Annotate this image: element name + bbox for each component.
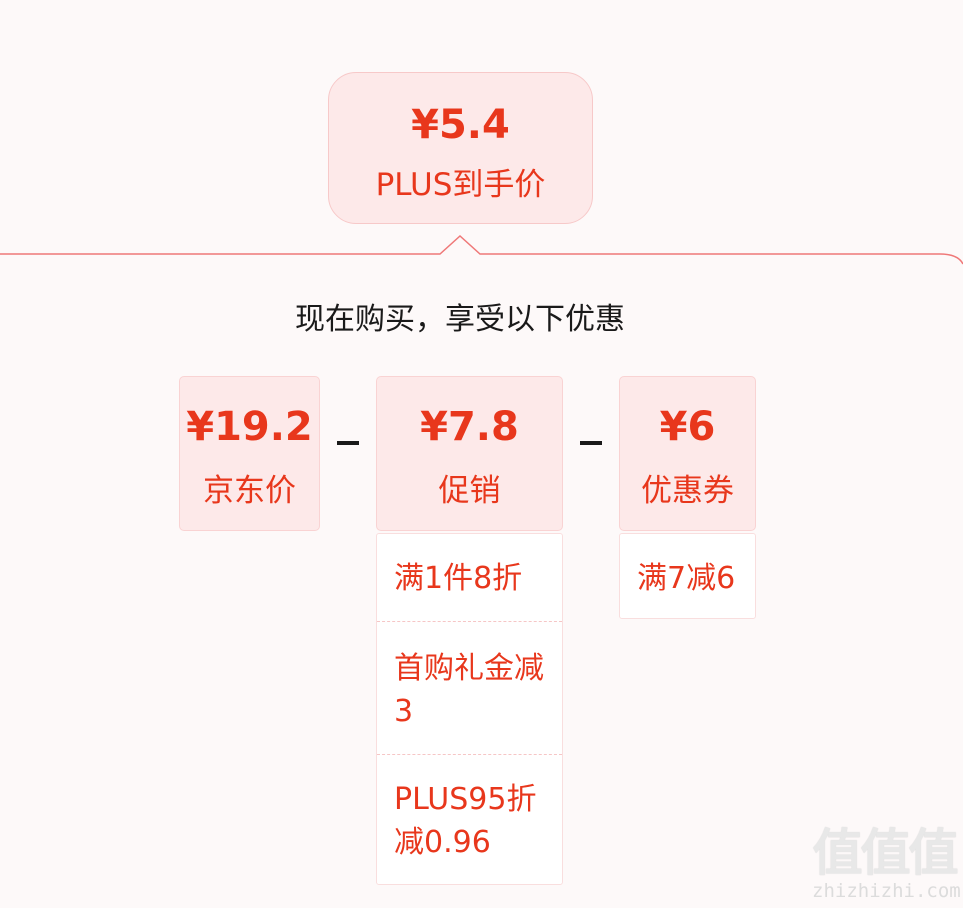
bracket-outline xyxy=(0,234,963,265)
coupon-label: 优惠券 xyxy=(641,473,734,509)
minus-operator xyxy=(337,441,359,445)
coupon-detail-list: 满7减6 xyxy=(619,533,756,619)
final-price-value: ¥5.4 xyxy=(411,102,510,148)
watermark-url: zhizhizhi.com xyxy=(812,880,961,902)
divider xyxy=(377,621,562,622)
coupon-box: ¥6 优惠券 xyxy=(619,376,756,531)
jd-price-value: ¥19.2 xyxy=(186,404,313,450)
list-item: 满7减6 xyxy=(637,561,736,596)
jd-price-box: ¥19.2 京东价 xyxy=(179,376,320,531)
site-watermark: 值值值 zhizhizhi.com xyxy=(812,824,961,904)
promotion-label: 促销 xyxy=(438,473,501,509)
final-price-label: PLUS到手价 xyxy=(375,167,546,203)
promotion-price-value: ¥7.8 xyxy=(420,404,519,450)
jd-price-label: 京东价 xyxy=(203,473,296,509)
coupon-price-value: ¥6 xyxy=(659,404,716,450)
promotion-detail-list: 满1件8折 首购礼金减3 PLUS95折减0.96 xyxy=(376,533,563,885)
watermark-logo: 值值值 xyxy=(812,824,959,882)
discount-heading: 现在购买，享受以下优惠 xyxy=(295,302,625,337)
minus-operator xyxy=(580,441,602,445)
list-item: 首购礼金减3 xyxy=(394,651,544,729)
list-item: 满1件8折 xyxy=(394,561,523,596)
promotion-box: ¥7.8 促销 xyxy=(376,376,563,531)
divider xyxy=(377,754,562,755)
list-item: PLUS95折减0.96 xyxy=(394,782,537,860)
final-price-card: ¥5.4 PLUS到手价 xyxy=(328,72,593,224)
